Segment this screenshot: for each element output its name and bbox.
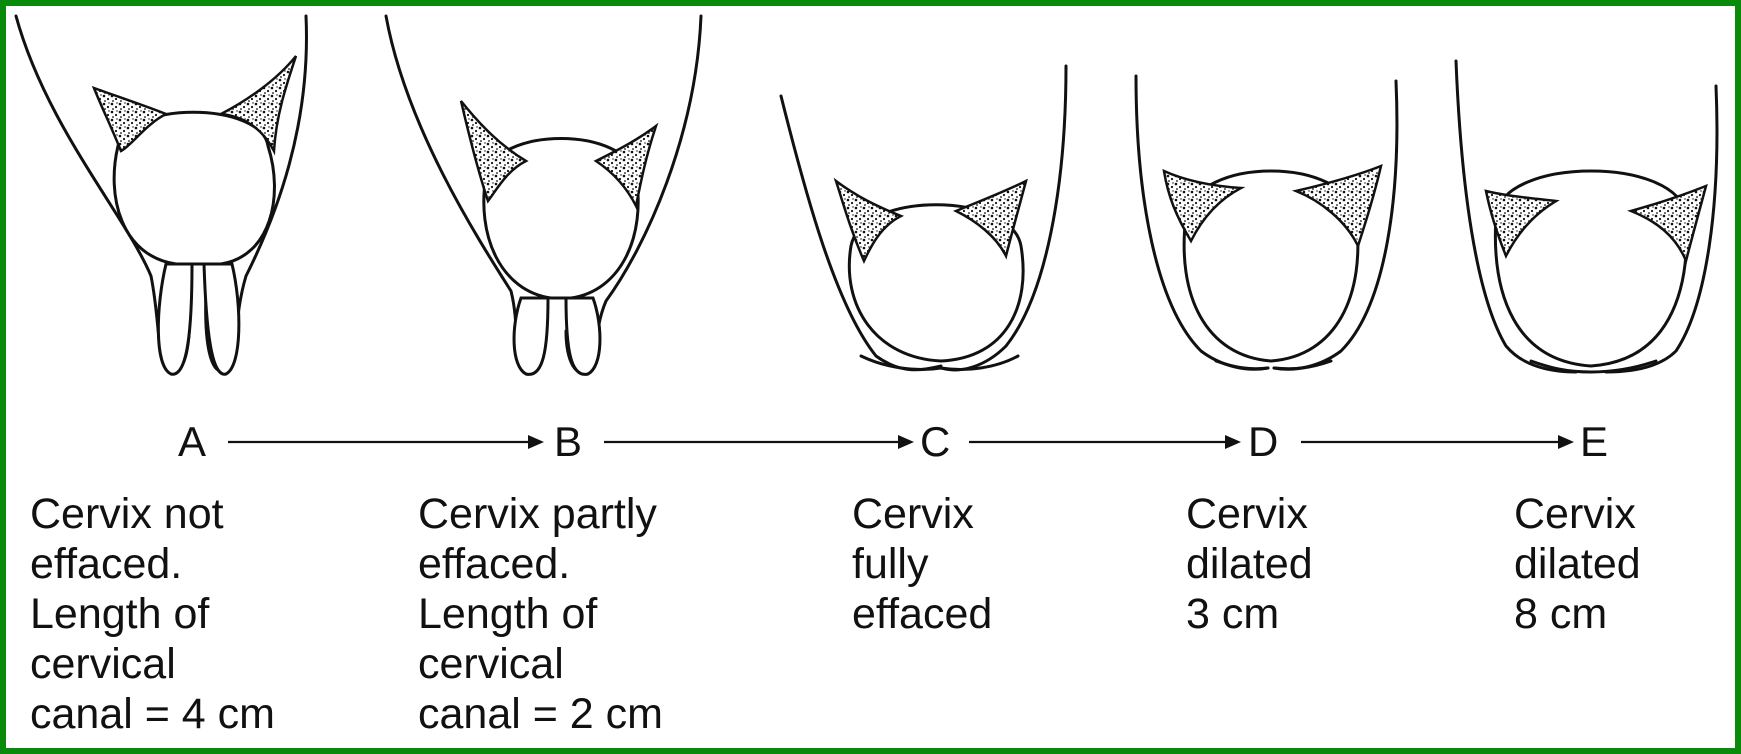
arrow-a-to-b-head <box>528 435 544 449</box>
arrow-c-to-d-head <box>1225 435 1241 449</box>
stage-description-d: Cervix dilated 3 cm <box>1186 489 1313 639</box>
stage-letter-a: A <box>178 421 206 463</box>
stage-e-drawing <box>1456 61 1717 372</box>
stage-letter-e: E <box>1580 421 1608 463</box>
stage-description-a: Cervix not effaced. Length of cervical c… <box>30 489 275 739</box>
arrow-b-to-c-head <box>898 435 914 449</box>
stage-a-drawing <box>16 16 306 374</box>
stage-letter-d: D <box>1248 421 1278 463</box>
stage-letter-b: B <box>554 421 582 463</box>
stage-description-e: Cervix dilated 8 cm <box>1514 489 1641 639</box>
diagram-frame: A B C D E Cervix not effaced. Length of … <box>6 6 1735 748</box>
stage-description-c: Cervix fully effaced <box>852 489 992 639</box>
arrow-d-to-e-head <box>1558 435 1574 449</box>
stage-d-drawing <box>1136 76 1397 369</box>
progression-arrows <box>228 435 1574 449</box>
stage-c-drawing <box>781 66 1066 370</box>
stage-b-drawing <box>386 16 701 374</box>
stage-letter-c: C <box>920 421 950 463</box>
stage-description-b: Cervix partly effaced. Length of cervica… <box>418 489 663 739</box>
